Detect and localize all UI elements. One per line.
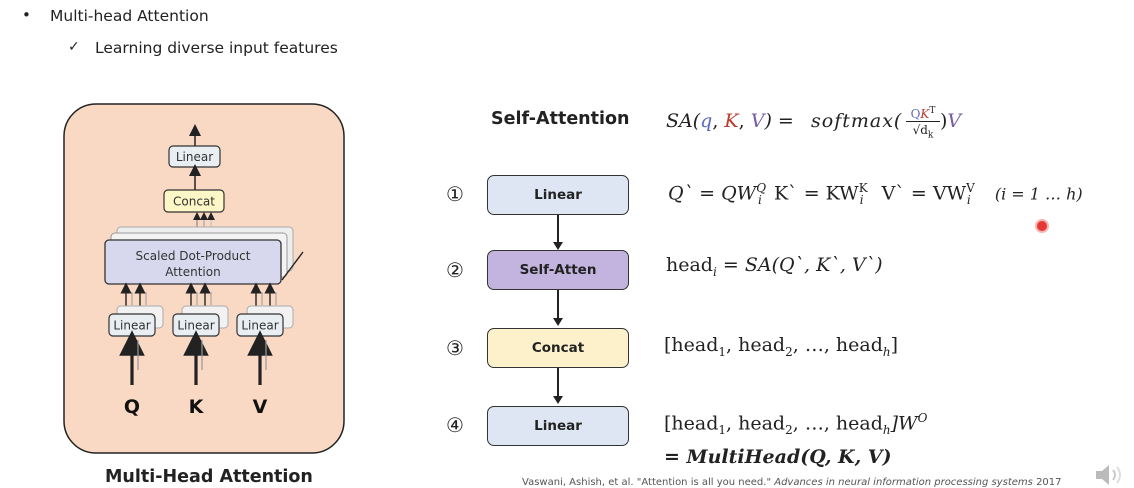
figure-caption: Multi-Head Attention [105, 467, 313, 487]
linear-q-label: Linear [113, 319, 150, 333]
step-4-number: ④ [446, 413, 464, 437]
sdpa-label-line1: Scaled Dot-Product [136, 249, 251, 263]
citation-footer: Vaswani, Ashish, et al. "Attention is al… [522, 477, 1062, 488]
equation-1: Q` = QWQi K` = KWKi V` = VWVi (i = 1 … h… [668, 181, 1083, 208]
arrow-3-4-head [552, 396, 563, 404]
step-3-concat-box: Concat [487, 328, 629, 368]
input-k-label: K [189, 396, 205, 418]
equation-2: headi = SA(Q`, K`, V`) [666, 254, 883, 279]
arrow-2-3-head [552, 318, 563, 326]
linear-k-label: Linear [177, 319, 214, 333]
bullet-icon: • [22, 6, 31, 24]
arrow-3-4 [557, 368, 559, 398]
input-q-label: Q [124, 396, 140, 418]
step-2-number: ② [446, 258, 464, 282]
arrow-1-2 [557, 215, 559, 245]
sdpa-label-line2: Attention [165, 265, 220, 279]
equation-4-line2: = MultiHead(Q, K, V) [664, 446, 892, 468]
step-1-number: ① [446, 182, 464, 206]
linear-top-label: Linear [176, 150, 213, 164]
speaker-icon [1096, 465, 1121, 485]
arrow-2-3 [557, 290, 559, 320]
bullet-text: Multi-head Attention [50, 7, 209, 25]
input-v-label: V [253, 396, 268, 418]
multi-head-attention-diagram: Linear Concat Scaled Dot-Product Attenti… [63, 103, 345, 454]
step-3-number: ③ [446, 336, 464, 360]
linear-v-label: Linear [241, 319, 278, 333]
arrow-1-2-head [552, 242, 563, 250]
concat-label: Concat [173, 195, 215, 209]
step-2-self-atten-box: Self-Atten [487, 250, 629, 290]
step-4-linear-box: Linear [487, 406, 629, 446]
laser-pointer-dot [1037, 221, 1047, 231]
sub-bullet-text: Learning diverse input features [95, 39, 338, 57]
self-attention-title: Self-Attention [491, 109, 630, 129]
check-icon: ✓ [68, 39, 80, 55]
step-1-linear-box: Linear [487, 175, 629, 215]
equation-4: [head1, head2, …, headh]WO [664, 411, 928, 438]
equation-3: [head1, head2, …, headh] [664, 334, 899, 359]
